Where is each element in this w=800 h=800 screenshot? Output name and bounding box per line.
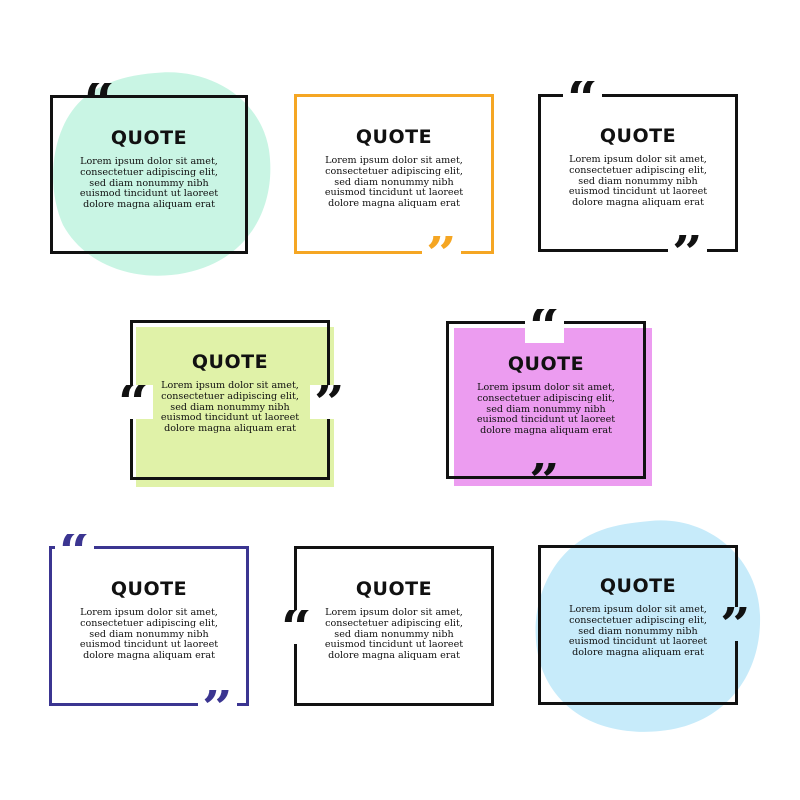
quote-close-icon: ” bbox=[310, 385, 350, 419]
quote-body: Lorem ipsum dolor sit amet, consectetuer… bbox=[79, 607, 219, 662]
quote-close-icon: ” bbox=[716, 607, 756, 641]
quote-body: Lorem ipsum dolor sit amet, consectetuer… bbox=[79, 156, 219, 211]
quote-open-icon: “ bbox=[563, 81, 603, 115]
quote-open-icon: “ bbox=[525, 309, 565, 343]
quote-frame bbox=[49, 546, 249, 706]
quote-close-icon: ” bbox=[422, 236, 462, 270]
quote-title: QUOTE bbox=[599, 125, 677, 147]
quote-body: Lorem ipsum dolor sit amet, consectetuer… bbox=[568, 154, 708, 209]
violet-fill bbox=[454, 328, 652, 486]
quote-close-icon: ” bbox=[198, 690, 238, 724]
quote-card-8: ” QUOTE Lorem ipsum dolor sit amet, cons… bbox=[530, 515, 770, 740]
quote-card-1: “ QUOTE Lorem ipsum dolor sit amet, cons… bbox=[40, 65, 280, 285]
quote-body: Lorem ipsum dolor sit amet, consectetuer… bbox=[324, 155, 464, 210]
quote-close-icon: ” bbox=[668, 235, 708, 269]
quote-title: QUOTE bbox=[110, 127, 188, 149]
quote-title: QUOTE bbox=[191, 351, 269, 373]
sky-brush-stroke bbox=[535, 520, 761, 732]
quote-close-icon: ” bbox=[529, 463, 561, 497]
quote-title: QUOTE bbox=[355, 126, 433, 148]
quote-title: QUOTE bbox=[355, 578, 433, 600]
quote-title: QUOTE bbox=[599, 575, 677, 597]
quote-body: Lorem ipsum dolor sit amet, consectetuer… bbox=[324, 607, 464, 662]
quote-title: QUOTE bbox=[507, 353, 585, 375]
quote-open-icon: “ bbox=[84, 83, 116, 117]
quote-open-icon: “ bbox=[277, 610, 317, 644]
quote-frame bbox=[538, 94, 738, 252]
quote-open-icon: “ bbox=[114, 385, 154, 419]
quote-frame bbox=[294, 94, 494, 254]
quote-title: QUOTE bbox=[110, 578, 188, 600]
quote-card-3: “ ” QUOTE Lorem ipsum dolor sit amet, co… bbox=[535, 75, 745, 275]
quote-card-6: “ ” QUOTE Lorem ipsum dolor sit amet, co… bbox=[45, 530, 255, 730]
quote-card-4: “ ” QUOTE Lorem ipsum dolor sit amet, co… bbox=[110, 315, 350, 490]
quote-card-2: ” QUOTE Lorem ipsum dolor sit amet, cons… bbox=[290, 90, 500, 270]
quote-body: Lorem ipsum dolor sit amet, consectetuer… bbox=[476, 382, 616, 437]
quote-card-5: “ ” QUOTE Lorem ipsum dolor sit amet, co… bbox=[440, 305, 660, 500]
lime-fill bbox=[136, 327, 334, 487]
quote-body: Lorem ipsum dolor sit amet, consectetuer… bbox=[568, 604, 708, 659]
mint-brush-stroke bbox=[53, 72, 271, 276]
quote-open-icon: “ bbox=[55, 534, 95, 568]
quote-card-7: “ QUOTE Lorem ipsum dolor sit amet, cons… bbox=[275, 540, 500, 715]
quote-frame bbox=[50, 95, 248, 254]
quote-body: Lorem ipsum dolor sit amet, consectetuer… bbox=[160, 380, 300, 435]
